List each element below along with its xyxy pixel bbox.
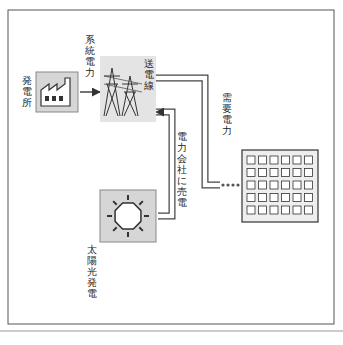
building-window xyxy=(305,194,313,202)
factory-window xyxy=(45,96,49,101)
pylon-box: 送電線 xyxy=(100,56,156,122)
building-window xyxy=(293,206,301,214)
factory-window xyxy=(59,96,63,101)
icon-ground xyxy=(36,72,78,112)
connector xyxy=(156,78,220,185)
building-window xyxy=(282,169,290,177)
connector xyxy=(80,92,100,93)
building-window xyxy=(293,181,301,189)
wire-line xyxy=(104,76,142,92)
node-label: 送電線 xyxy=(144,58,154,91)
rule-line xyxy=(0,331,343,332)
node-text-block: 需要電力 xyxy=(222,92,232,136)
sun-ray xyxy=(127,195,129,200)
building-window xyxy=(270,181,278,189)
building-symbol xyxy=(242,150,318,222)
building-window xyxy=(259,156,267,164)
node-label: 需要電力 xyxy=(222,92,232,136)
dot-line xyxy=(226,183,229,186)
factory-symbol xyxy=(41,78,70,106)
building-window xyxy=(305,169,313,177)
edge-label: 電力会社に売電 xyxy=(177,130,187,209)
building-window xyxy=(282,206,290,214)
building-box: 需要電力 xyxy=(220,90,320,230)
building-window xyxy=(270,206,278,214)
building-window xyxy=(293,156,301,164)
building-window xyxy=(305,206,313,214)
pylon-symbol xyxy=(104,68,120,116)
building-window xyxy=(305,156,313,164)
icon-ground xyxy=(100,190,156,242)
building-window xyxy=(282,156,290,164)
building-window xyxy=(270,156,278,164)
dot-line xyxy=(231,183,234,186)
connector-line xyxy=(80,91,100,93)
node-label: 太陽光発電 xyxy=(87,244,97,299)
dot-line xyxy=(236,183,239,186)
sun-ray xyxy=(127,232,129,237)
node-text-block: 発電所 xyxy=(22,75,32,108)
building-window xyxy=(247,169,255,177)
building-window xyxy=(259,181,267,189)
factory-window xyxy=(52,96,56,101)
building-window xyxy=(293,169,301,177)
arrow-head xyxy=(80,92,100,93)
sun-symbol xyxy=(115,203,141,229)
node-text-block: 送電線 xyxy=(144,58,154,91)
sun-ray xyxy=(113,201,117,205)
icon-ground xyxy=(100,56,156,122)
dot-line xyxy=(221,183,224,186)
building-window xyxy=(270,169,278,177)
connector-inner xyxy=(156,78,220,185)
building-icon xyxy=(220,90,320,230)
sun-ray xyxy=(139,227,143,231)
sun-ray xyxy=(144,215,149,217)
building-window xyxy=(259,169,267,177)
border-frame xyxy=(8,10,334,324)
building-window xyxy=(293,194,301,202)
connector-line xyxy=(156,78,220,185)
node-text-block: 太陽光発電 xyxy=(87,244,97,299)
sun-ray xyxy=(139,201,143,205)
building-window xyxy=(247,156,255,164)
building-window xyxy=(259,206,267,214)
building-window xyxy=(305,181,313,189)
arrow-head xyxy=(156,112,172,113)
building-window xyxy=(247,194,255,202)
sun-ray xyxy=(107,215,112,217)
building-window xyxy=(247,181,255,189)
building-window xyxy=(247,206,255,214)
node-label: 発電所 xyxy=(22,75,32,108)
building-window xyxy=(282,194,290,202)
power-plant-box: 発電所 xyxy=(20,70,80,114)
edge-label: 系統電力 xyxy=(85,33,95,79)
connector-inner xyxy=(156,112,172,216)
connector xyxy=(156,112,172,216)
solar-box: 太陽光発電 xyxy=(84,190,158,301)
building-window xyxy=(282,181,290,189)
sun-ray xyxy=(113,227,117,231)
connector-line xyxy=(156,112,172,216)
building-window xyxy=(259,194,267,202)
pylon-symbol xyxy=(122,76,138,116)
building-window xyxy=(270,194,278,202)
